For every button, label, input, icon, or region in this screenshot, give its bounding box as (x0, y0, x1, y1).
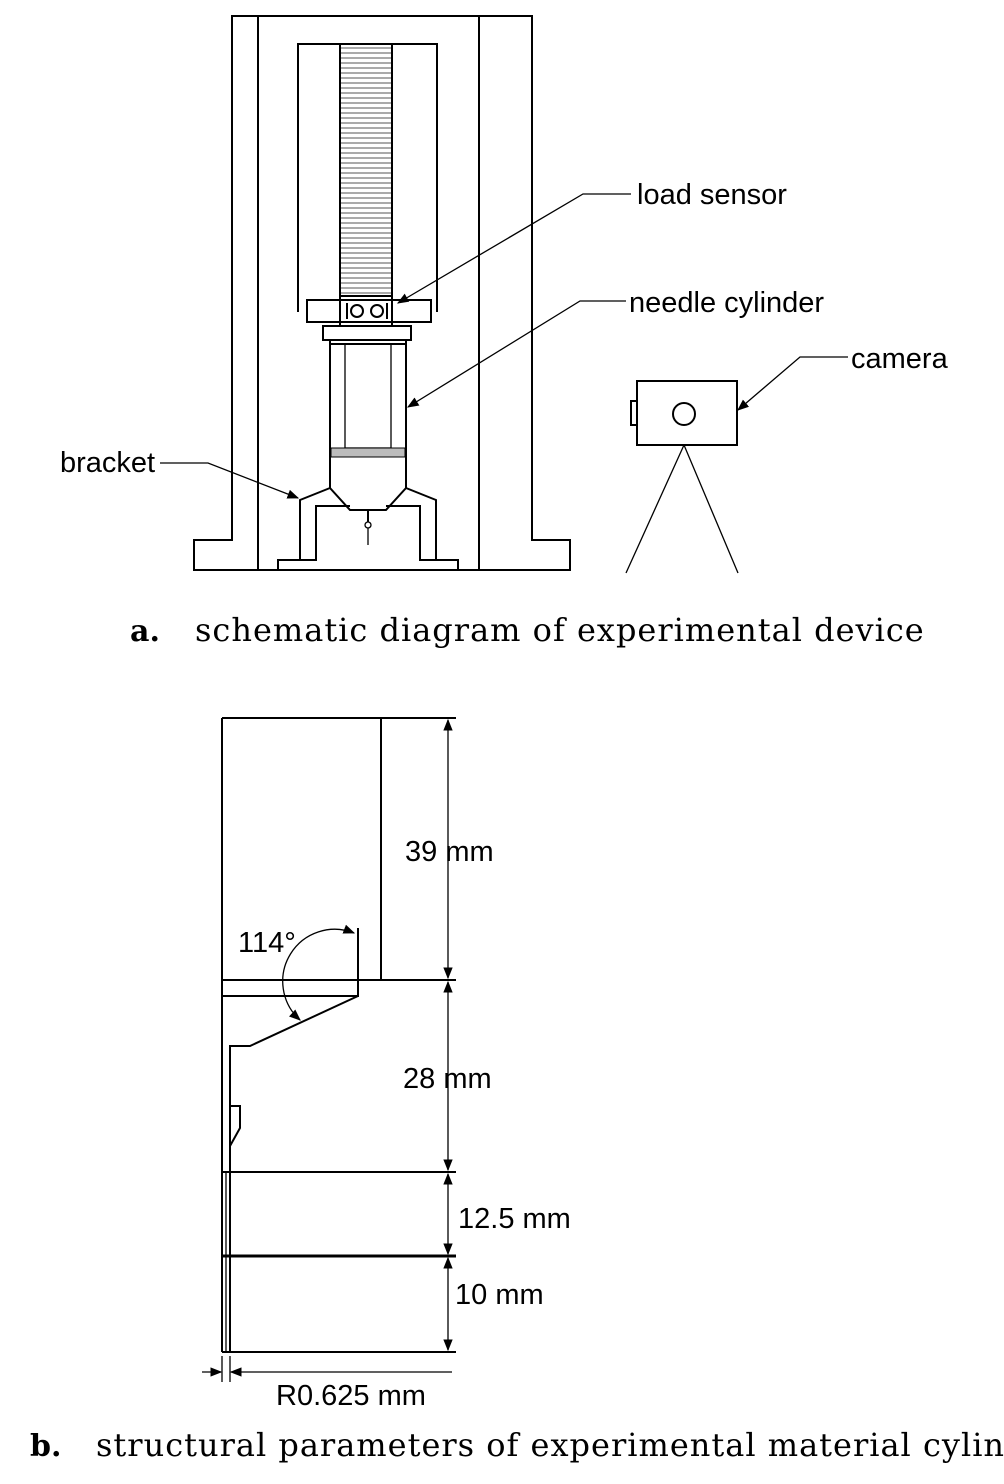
dim-28-label: 28 mm (403, 1063, 492, 1095)
tripod-leg-left (625, 444, 685, 574)
material-layer (330, 447, 406, 458)
needle-tip (364, 521, 372, 529)
caption-b-letter: b. (30, 1429, 61, 1464)
sensor-hole-left (350, 304, 364, 318)
caption-b-text: structural parameters of experimental ma… (96, 1426, 1004, 1464)
connector-plate (322, 325, 412, 341)
angle-arc (282, 924, 356, 1021)
camera-lens (672, 402, 696, 426)
leader-needle-cylinder (407, 300, 626, 408)
caption-a-text: schematic diagram of experimental device (195, 611, 925, 649)
bracket-right (386, 487, 459, 570)
dim-39-label: 39 mm (405, 836, 494, 868)
needle-section (229, 1046, 241, 1352)
load-sensor-block (306, 299, 432, 323)
tripod-leg-right (683, 444, 739, 574)
frame-outer (193, 15, 571, 571)
dim-12-5-label: 12.5 mm (458, 1203, 571, 1235)
bracket-left (277, 487, 350, 570)
screw-ribs (341, 47, 391, 294)
label-needle-cylinder: needle cylinder (629, 287, 824, 319)
camera-button (630, 400, 638, 426)
sensor-hole-right (370, 304, 384, 318)
screw-rod (339, 43, 393, 301)
label-load-sensor: load sensor (637, 179, 787, 211)
dim-radius-label: R0.625 mm (276, 1380, 426, 1412)
needle-cylinder-body (329, 344, 407, 511)
leader-bracket (160, 462, 300, 499)
plunger (344, 343, 392, 449)
label-camera: camera (851, 343, 949, 375)
panel-a: load sensor needle cylinder camera brack… (60, 15, 949, 649)
label-bracket: bracket (60, 447, 155, 479)
leader-load-sensor (396, 193, 631, 304)
angle-label: 114° (238, 927, 296, 959)
panel-b: 39 mm 28 mm 12.5 mm 10 mm R0.625 mm 114°… (30, 717, 1004, 1464)
caption-a-letter: a. (130, 614, 160, 649)
camera-body (636, 380, 738, 446)
leader-camera (737, 356, 848, 411)
dim-10-label: 10 mm (455, 1279, 544, 1311)
